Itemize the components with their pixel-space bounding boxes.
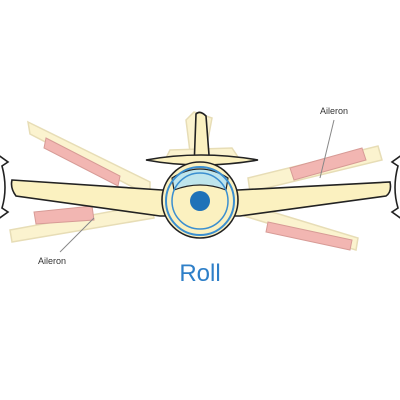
propeller-ring-inner [171,172,229,230]
leader-line-top-right [319,119,335,179]
curved-roll-arrow-icon [0,155,10,219]
curved-roll-arrow-icon [390,155,400,219]
leader-line-bottom-left [59,217,95,253]
left-roll-arrow [0,155,10,219]
propeller-hub [190,191,210,211]
aileron-left-upper [43,137,121,187]
aileron-left-lower [33,205,95,225]
aileron-right-lower [265,221,353,251]
right-roll-arrow [390,155,400,219]
ghost-left-wing-down [9,203,155,243]
roll-title: Roll [179,260,220,287]
aileron-label-top-right: Aileron [320,106,348,116]
aileron-right-upper [289,147,367,181]
horizontal-stabilizer [145,154,259,166]
ailerons [33,137,367,251]
propeller-ring [165,166,235,236]
aileron-label-bottom-left: Aileron [38,256,66,266]
